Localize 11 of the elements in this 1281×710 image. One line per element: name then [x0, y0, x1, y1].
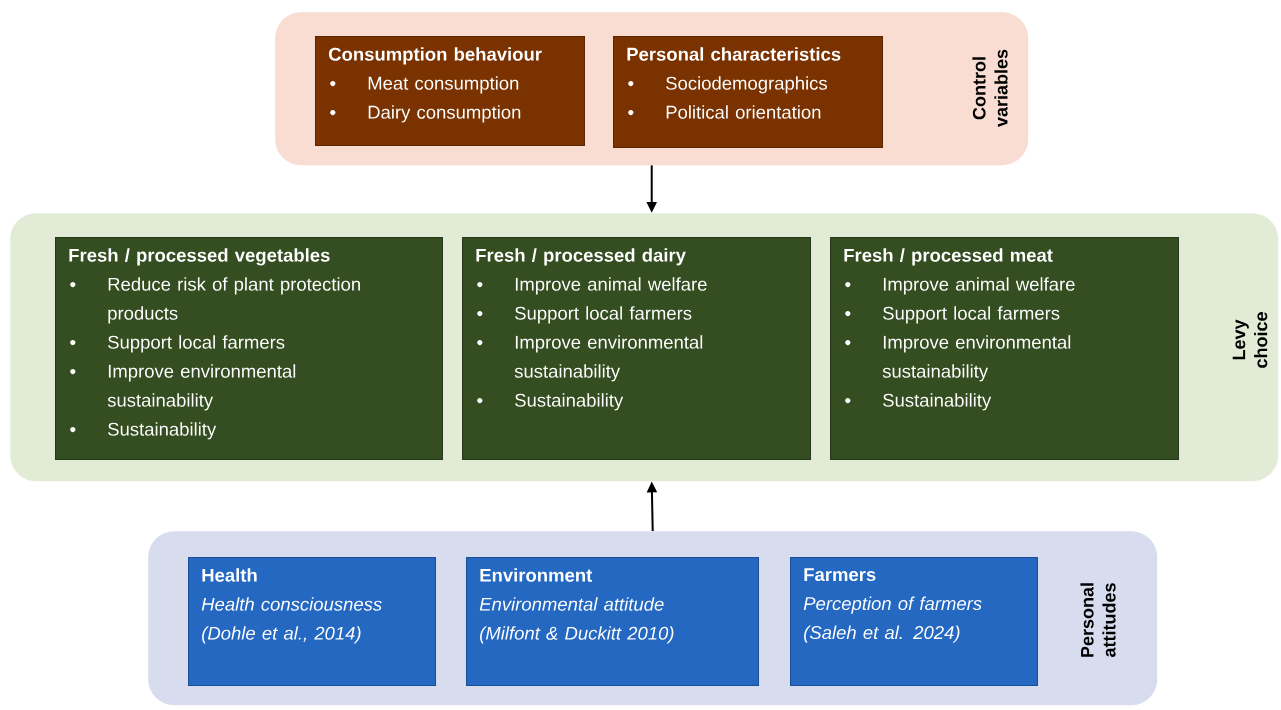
text-box: Personal characteristics Sociodemographics Political orientation	[613, 36, 883, 148]
band-label: Control variables	[972, 49, 1008, 127]
text-box: Fresh / processed meat Improve animal welfare Support local farmers Improve environmental sustainability Sustainability	[830, 237, 1179, 460]
text-box: Fresh / processed dairy Improve animal welfare Support local farmers Improve environmental sustainability Sustainability	[462, 237, 811, 460]
text-box: Farmers Perception of farmers (Saleh et al. 2024)	[790, 557, 1038, 686]
band-label: Personal attitudes	[1080, 583, 1116, 657]
text-box: Environment Environmental attitude (Milfont & Duckitt 2010)	[466, 557, 759, 686]
text-box: Health Health consciousness (Dohle et al., 2014)	[188, 557, 436, 686]
band-label: Levy choice	[1232, 312, 1268, 368]
text-box: Fresh / processed vegetables Reduce risk of plant protection products Support local farmers Improve environmental sustainability Sustainability	[55, 237, 443, 460]
text-box: Consumption behaviour Meat consumption Dairy consumption	[315, 36, 585, 146]
